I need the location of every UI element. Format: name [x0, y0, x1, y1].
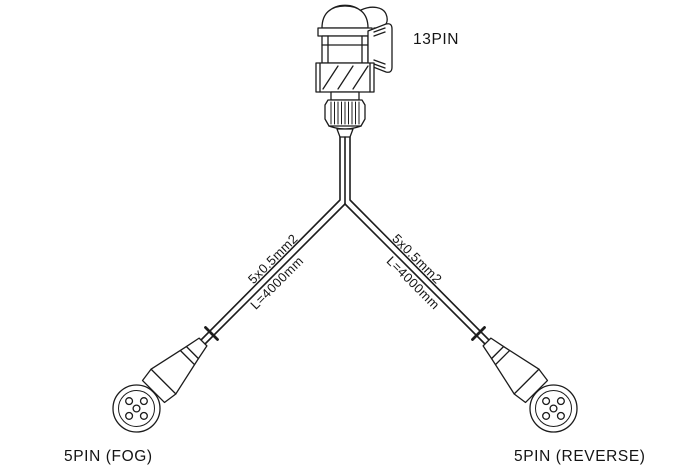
- collar-slot-line: [322, 65, 339, 90]
- right-boot-seam: [495, 350, 511, 366]
- right-pin: [549, 404, 558, 413]
- left-boot-seam: [179, 350, 195, 366]
- right-pin: [556, 411, 565, 420]
- left-boot-cap: [141, 368, 177, 404]
- left-cable-inner-edge: [204, 203, 346, 345]
- plug-body: [321, 35, 369, 64]
- plug-lid: [321, 5, 369, 29]
- top-connector-label: 13PIN: [413, 31, 459, 48]
- right-boot-cap: [513, 368, 549, 404]
- left-cable-tie: [204, 326, 219, 341]
- flange-slot-line: [373, 27, 386, 33]
- plug-lid-rim: [317, 27, 373, 37]
- left-connector-boot: [141, 337, 208, 404]
- plug-13pin-drawing: [315, 4, 393, 138]
- flange-slot-line: [373, 31, 386, 37]
- plug-gland: [336, 128, 354, 138]
- right-cable-inner-edge: [344, 203, 486, 345]
- cable-harness: [200, 136, 490, 345]
- right-pin: [542, 411, 551, 420]
- flange-slot-line: [373, 63, 386, 69]
- right-cable-outer-edge: [349, 136, 490, 341]
- right-pin: [542, 397, 551, 406]
- right-connector-label: 5PIN (REVERSE): [514, 448, 646, 465]
- plug-ring-ribs: [330, 101, 360, 125]
- left-pin: [139, 411, 148, 420]
- left-pin: [125, 411, 134, 420]
- right-pin: [556, 397, 565, 406]
- collar-slot-line: [352, 65, 369, 90]
- right-connector-face: [529, 384, 578, 433]
- left-connector-face: [112, 384, 161, 433]
- left-connector-label: 5PIN (FOG): [64, 448, 153, 465]
- left-pin: [125, 397, 134, 406]
- flange-slot-line: [373, 59, 386, 65]
- left-pin: [139, 397, 148, 406]
- left-pin: [132, 404, 141, 413]
- plug-neck: [330, 91, 360, 101]
- collar-slot-line: [337, 65, 354, 90]
- right-connector-boot: [482, 337, 549, 404]
- left-cable-outer-edge: [200, 136, 341, 341]
- right-cable-tie: [471, 326, 486, 341]
